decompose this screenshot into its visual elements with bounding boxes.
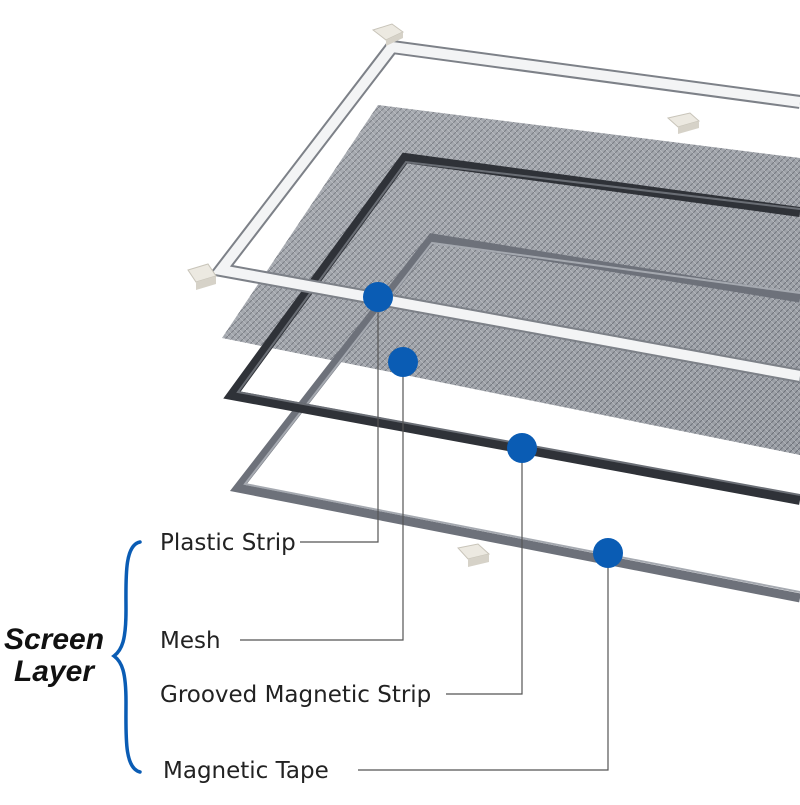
label-mesh: Mesh bbox=[160, 630, 221, 653]
corner-clip bbox=[188, 264, 216, 290]
corner-clip bbox=[668, 113, 699, 134]
label-grooved-magnetic-strip: Grooved Magnetic Strip bbox=[160, 684, 431, 707]
leader-line-grooved-magnetic-strip bbox=[446, 448, 522, 694]
group-title-line2: Layer bbox=[0, 656, 108, 688]
group-title-line1: Screen bbox=[0, 624, 108, 656]
group-title: Screen Layer bbox=[0, 624, 108, 688]
corner-clip bbox=[458, 544, 489, 567]
leader-line-magnetic-tape bbox=[358, 553, 608, 770]
marker-mesh bbox=[388, 347, 418, 377]
marker-plastic-strip bbox=[363, 282, 393, 312]
label-magnetic-tape: Magnetic Tape bbox=[163, 760, 329, 783]
label-plastic-strip: Plastic Strip bbox=[160, 532, 296, 555]
marker-magnetic-tape bbox=[593, 538, 623, 568]
marker-grooved-magnetic-strip bbox=[507, 433, 537, 463]
curly-bracket bbox=[114, 542, 140, 772]
